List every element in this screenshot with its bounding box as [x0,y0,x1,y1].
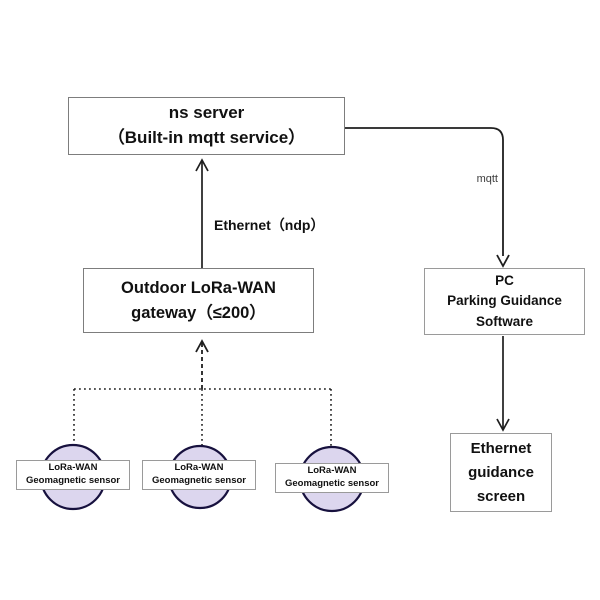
sensor-1-line1: LoRa-WAN [48,462,98,474]
screen-line3: screen [476,487,526,505]
gateway-title: Outdoor LoRa-WAN [121,278,276,297]
edge-label-ethernet-ndp: Ethernet（ndp） [214,217,325,233]
screen-line1: Ethernet [470,439,532,457]
edge-label-mqtt: mqtt [476,173,498,185]
node-ns-server: ns server （Built-in mqtt service） [68,97,345,155]
ns-server-subtitle: （Built-in mqtt service） [107,128,306,147]
node-sensor-1: LoRa-WAN Geomagnetic sensor [16,460,130,490]
sensor-2-line2: Geomagnetic sensor [152,475,246,486]
sensor-1-line2: Geomagnetic sensor [26,475,120,486]
node-sensor-3: LoRa-WAN Geomagnetic sensor [275,463,389,493]
sensor-2-line1: LoRa-WAN [174,462,224,474]
connector-server-to-pc [345,127,510,268]
node-sensor-2: LoRa-WAN Geomagnetic sensor [142,460,256,490]
sensor-3-line1: LoRa-WAN [307,465,357,477]
node-ethernet-guidance-screen: Ethernet guidance screen [450,433,552,512]
dashed-arrow-sensors-to-gateway [195,339,209,389]
node-pc-parking-guidance: PC Parking Guidance Software [424,268,585,335]
dotted-sensor-bus [73,388,332,446]
node-lorawan-gateway: Outdoor LoRa-WAN gateway（≤200） [83,268,314,333]
arrow-pc-to-screen [496,336,510,432]
sensor-3-line2: Geomagnetic sensor [285,478,379,489]
gateway-subtitle: gateway（≤200） [131,303,266,322]
arrow-gateway-to-server [195,158,209,268]
screen-line2: guidance [468,463,534,481]
pc-line2: Parking Guidance [447,293,562,309]
pc-line1: PC [495,273,514,289]
ns-server-title: ns server [168,103,245,123]
pc-line3: Software [475,313,533,329]
